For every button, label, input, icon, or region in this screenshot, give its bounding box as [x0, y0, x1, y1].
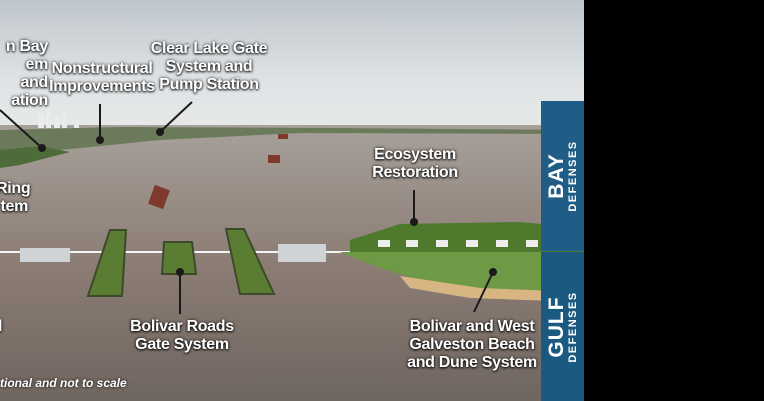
leader-lines: [0, 101, 497, 314]
bay-subtitle: DEFENSES: [566, 140, 579, 212]
sector-gate: [86, 229, 128, 297]
houses: [378, 240, 538, 247]
barrier-wall: [278, 244, 326, 262]
sky: [0, 0, 584, 135]
ship: [268, 155, 280, 163]
label-bolivar-roads: Bolivar Roads Gate System: [130, 318, 234, 353]
ship: [148, 184, 170, 210]
left-shore: [0, 146, 70, 168]
sector-gate: [224, 228, 276, 295]
far-shoreline: [0, 127, 584, 158]
gulf-title: GULF: [544, 295, 568, 358]
label-clear-lake: Clear Lake Gate System and Pump Station: [150, 40, 268, 93]
bay-title: BAY: [544, 153, 568, 199]
label-bolivar-west-galveston: Bolivar and West Galveston Beach and Dun…: [407, 318, 537, 371]
bay-defenses-tab: BAY DEFENSES: [541, 101, 584, 251]
label-nonstructural: Nonstructural Improvements: [49, 60, 155, 95]
gulf-defenses-tab: GULF DEFENSES: [541, 252, 584, 401]
label-ecosystem-restoration: Ecosystem Restoration: [372, 146, 458, 181]
dune-vegetation: [340, 252, 584, 296]
coastal-scene: [0, 0, 584, 401]
ship: [278, 134, 288, 139]
beach-sand: [400, 276, 584, 302]
label-ring-system: Ring tem: [0, 180, 31, 215]
barrier-wall: [20, 248, 70, 262]
sector-gate: [160, 241, 198, 275]
black-margin: [584, 0, 764, 401]
label-bay-gate-system: n Bay em and ation: [5, 38, 48, 109]
footnote: tional and not to scale: [0, 376, 127, 390]
city-skyline: [38, 111, 79, 128]
label-left-fragment: l: [0, 318, 8, 336]
gulf-subtitle: DEFENSES: [566, 290, 579, 363]
island-vegetation: [350, 222, 584, 256]
